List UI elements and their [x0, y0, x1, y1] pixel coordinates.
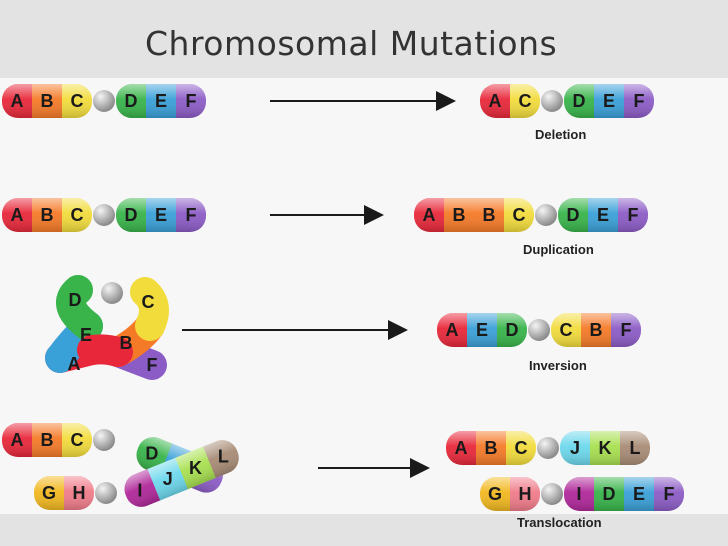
segment-label: D	[125, 205, 138, 225]
caption-translocation: Translocation	[517, 515, 602, 530]
segment-label: E	[476, 320, 488, 340]
caption-inversion: Inversion	[529, 358, 587, 373]
segment-label: C	[515, 438, 528, 458]
segment-label: C	[560, 320, 573, 340]
segment-label: C	[71, 91, 84, 111]
segment-label: C	[513, 205, 526, 225]
segment-label: A	[11, 205, 24, 225]
segment-D	[56, 275, 103, 341]
translocation-cross-ijkl: I JKL	[119, 435, 244, 512]
segment-label: D	[69, 290, 82, 310]
segment-label: A	[489, 91, 502, 111]
segment-label: E	[155, 91, 167, 111]
segment-label: E	[80, 325, 92, 345]
inversion-before: D C E B A F	[45, 275, 169, 380]
footer-band	[0, 514, 728, 546]
segment-label: B	[120, 333, 133, 353]
segment-label: E	[603, 91, 615, 111]
centromere	[93, 429, 115, 451]
centromere	[541, 483, 563, 505]
caption-duplication: Duplication	[523, 242, 594, 257]
segment-label: K	[189, 458, 202, 478]
segment-label: J	[163, 469, 173, 489]
segment-label: D	[603, 484, 616, 504]
segment-label: J	[570, 438, 580, 458]
segment-label: A	[423, 205, 436, 225]
segment-label: I	[576, 484, 581, 504]
centromere	[541, 90, 563, 112]
segment-label: F	[634, 91, 645, 111]
centromere	[101, 282, 123, 304]
segment-label: D	[567, 205, 580, 225]
segment-label: D	[145, 444, 158, 464]
segment-label: L	[218, 447, 229, 467]
centromere	[528, 319, 550, 341]
segment-C	[130, 277, 169, 341]
segment-label: B	[485, 438, 498, 458]
segment-label: C	[519, 91, 532, 111]
segment-label: A	[455, 438, 468, 458]
centromere	[95, 482, 117, 504]
segment-label: D	[125, 91, 138, 111]
segment-label: D	[506, 320, 519, 340]
segment-label: G	[42, 483, 56, 503]
segment-label: D	[573, 91, 586, 111]
segment-label: C	[71, 430, 84, 450]
segment-label: C	[71, 205, 84, 225]
segment-label: E	[597, 205, 609, 225]
segment-label: A	[446, 320, 459, 340]
segment-label: E	[633, 484, 645, 504]
segment-label: A	[11, 430, 24, 450]
centromere	[535, 204, 557, 226]
segment-label: G	[488, 484, 502, 504]
segment-label: H	[519, 484, 532, 504]
segment-label: K	[599, 438, 612, 458]
page-title: Chromosomal Mutations	[145, 24, 558, 63]
segment-label: A	[68, 354, 81, 374]
segment-label: F	[664, 484, 675, 504]
segment-label: F	[186, 205, 197, 225]
segment-label: L	[630, 438, 641, 458]
segment-label: B	[41, 430, 54, 450]
segment-label: E	[155, 205, 167, 225]
segment-label: B	[41, 205, 54, 225]
title-band	[0, 0, 728, 78]
segment-label: A	[11, 91, 24, 111]
caption-deletion: Deletion	[535, 127, 587, 142]
centromere	[93, 90, 115, 112]
segment-label: H	[73, 483, 86, 503]
segment-label: B	[41, 91, 54, 111]
segment-label: F	[147, 355, 158, 375]
centromere	[93, 204, 115, 226]
segment-label: F	[186, 91, 197, 111]
segment-label: B	[483, 205, 496, 225]
segment-label: F	[621, 320, 632, 340]
centromere	[537, 437, 559, 459]
segment-label: B	[453, 205, 466, 225]
segment-label: I	[137, 480, 142, 500]
segment-label: C	[142, 292, 155, 312]
segment-label: F	[628, 205, 639, 225]
segment-label: B	[590, 320, 603, 340]
